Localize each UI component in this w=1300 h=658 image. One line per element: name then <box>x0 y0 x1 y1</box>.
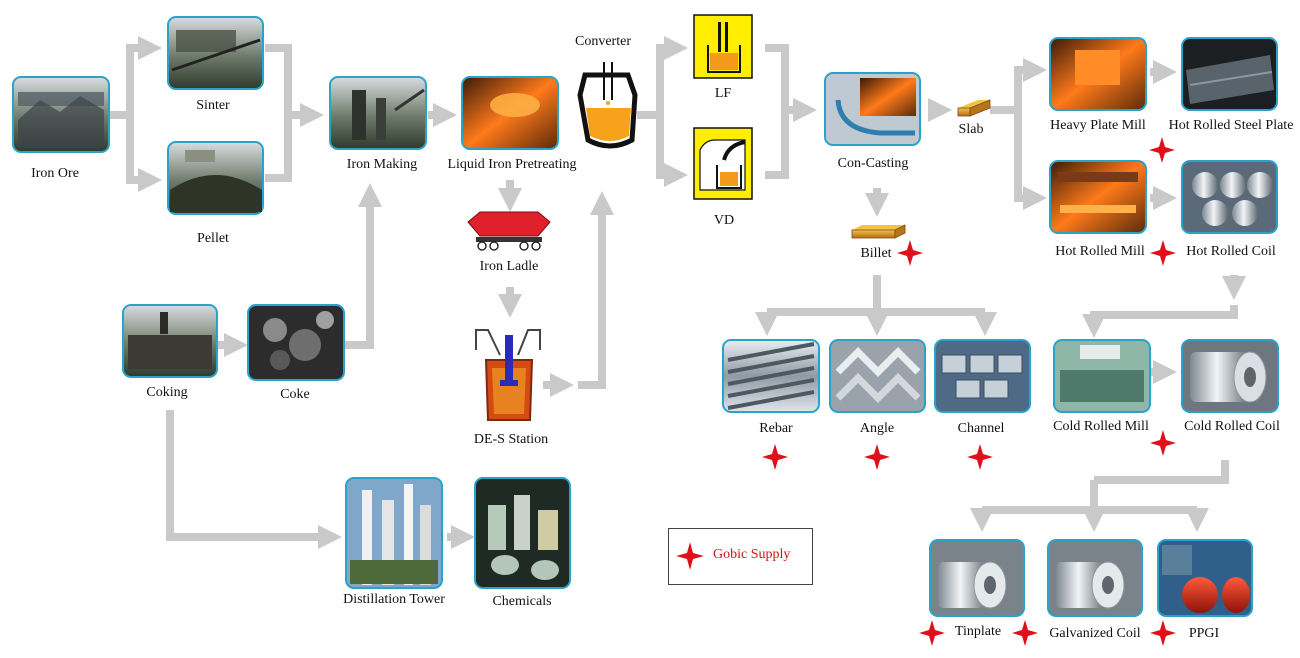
hot-rolled-coil-image <box>1181 160 1278 234</box>
chemicals-image <box>474 477 571 589</box>
label-coke: Coke <box>280 387 310 402</box>
de-s-station-icon <box>475 329 541 421</box>
supply-star-icon-rebar <box>762 444 788 470</box>
supply-star-icon-billet <box>897 240 923 266</box>
label-de-s-station: DE-S Station <box>473 432 549 447</box>
slab-icon <box>957 99 991 117</box>
legend-box: Gobic Supply <box>668 528 813 585</box>
pellet-image <box>167 141 264 215</box>
supply-star-icon-hot-rolled-steel-plate <box>1149 137 1175 163</box>
label-slab: Slab <box>958 122 984 137</box>
legend-label: Gobic Supply <box>713 547 791 562</box>
label-con-casting: Con-Casting <box>837 156 909 171</box>
coking-image <box>122 304 218 378</box>
distillation-tower-image <box>345 477 443 589</box>
label-cold-rolled-coil: Cold Rolled Coil <box>1184 419 1280 434</box>
label-tinplate: Tinplate <box>954 624 1002 639</box>
label-vd: VD <box>713 213 735 228</box>
label-heavy-plate-mill: Heavy Plate Mill <box>1050 118 1146 133</box>
supply-star-icon-cold-rolled-coil <box>1150 430 1176 456</box>
ppgi-image <box>1157 539 1253 617</box>
rebar-image <box>722 339 820 413</box>
angle-image <box>829 339 926 413</box>
cold-rolled-coil-image <box>1181 339 1279 413</box>
supply-star-icon-tinplate <box>919 620 945 646</box>
label-hot-rolled-mill: Hot Rolled Mill <box>1055 244 1145 259</box>
hot-rolled-mill-image <box>1049 160 1147 234</box>
label-iron-ladle: Iron Ladle <box>479 259 539 274</box>
label-iron-making: Iron Making <box>346 157 418 172</box>
tinplate-image <box>929 539 1025 617</box>
coke-image <box>247 304 345 381</box>
label-chemicals: Chemicals <box>492 594 552 609</box>
label-hot-rolled-coil: Hot Rolled Coil <box>1186 244 1276 259</box>
label-channel: Channel <box>957 421 1005 436</box>
channel-image <box>934 339 1031 413</box>
label-coking: Coking <box>146 385 188 400</box>
iron-making-image <box>329 76 427 150</box>
supply-star-icon-channel <box>967 444 993 470</box>
sinter-image <box>167 16 264 90</box>
supply-star-icon-hot-rolled-coil <box>1150 240 1176 266</box>
label-angle: Angle <box>859 421 895 436</box>
supply-star-icon-angle <box>864 444 890 470</box>
cold-rolled-mill-image <box>1053 339 1151 413</box>
con-casting-image <box>824 72 921 146</box>
galvanized-coil-image <box>1047 539 1143 617</box>
label-galvanized-coil: Galvanized Coil <box>1049 626 1141 641</box>
hot-rolled-steel-plate-image <box>1181 37 1278 111</box>
label-liquid-iron-pretreating: Liquid Iron Pretreating <box>447 157 577 172</box>
label-pellet: Pellet <box>197 231 229 246</box>
label-converter: Converter <box>575 34 631 49</box>
flow-connectors <box>110 36 1246 549</box>
red-four-point-star-icon <box>676 542 704 570</box>
label-cold-rolled-mill: Cold Rolled Mill <box>1053 419 1149 434</box>
converter-icon <box>577 62 638 149</box>
label-hot-rolled-steel-plate: Hot Rolled Steel Plate <box>1168 118 1294 133</box>
billet-icon <box>851 224 906 239</box>
label-sinter: Sinter <box>196 98 230 113</box>
vd-icon <box>693 127 753 200</box>
liquid-iron-pretreating-image <box>461 76 559 150</box>
heavy-plate-mill-image <box>1049 37 1147 111</box>
label-distillation-tower: Distillation Tower <box>343 592 445 607</box>
supply-star-icon-galvanized-coil <box>1012 620 1038 646</box>
label-lf: LF <box>714 86 732 101</box>
iron-ore-image <box>12 76 110 153</box>
iron-ladle-icon <box>467 211 551 251</box>
label-billet: Billet <box>860 246 892 261</box>
label-ppgi: PPGI <box>1188 626 1220 641</box>
lf-icon <box>693 14 753 79</box>
label-rebar: Rebar <box>759 421 793 436</box>
supply-star-icon-ppgi <box>1150 620 1176 646</box>
label-iron-ore: Iron Ore <box>31 166 79 181</box>
